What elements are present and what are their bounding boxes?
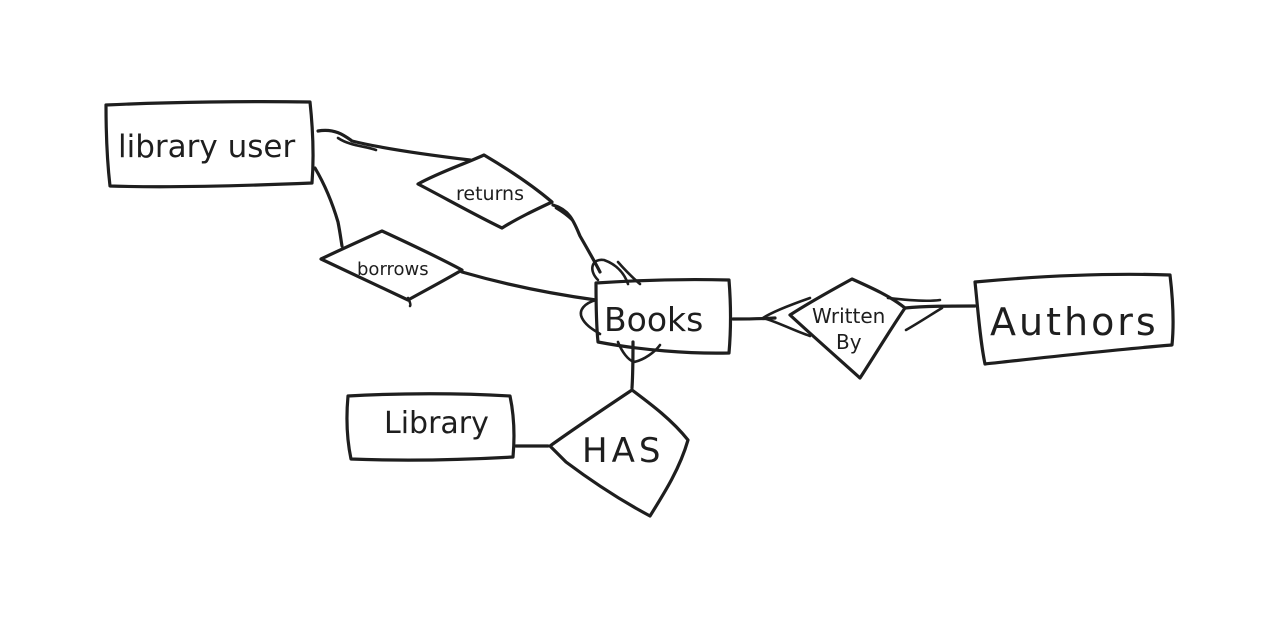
relationship-has-diamond bbox=[548, 388, 690, 518]
entity-authors-box bbox=[973, 272, 1175, 366]
entity-library-user-label: library user bbox=[118, 129, 295, 165]
connector-books-writtenby bbox=[731, 316, 777, 321]
relationship-borrows-label: borrows bbox=[357, 259, 429, 280]
relationship-written-by-diamond bbox=[788, 277, 907, 380]
relationship-returns[interactable]: returns bbox=[416, 153, 554, 230]
entity-books[interactable]: Books bbox=[594, 278, 733, 355]
entity-library-user[interactable]: library user bbox=[104, 100, 315, 189]
entity-library-user-box bbox=[104, 100, 315, 189]
relationship-returns-label: returns bbox=[456, 183, 524, 205]
connector-returns-tail bbox=[554, 206, 574, 222]
entity-library[interactable]: Library bbox=[345, 392, 516, 462]
entity-library-box bbox=[345, 392, 516, 462]
connectors bbox=[313, 128, 977, 448]
books-top-crowfoot bbox=[591, 258, 630, 286]
entity-books-box bbox=[594, 278, 733, 355]
books-top-crowfoot-2 bbox=[616, 260, 642, 286]
connector-user-borrows bbox=[313, 166, 344, 248]
relationship-written-by[interactable]: Written By bbox=[788, 277, 907, 380]
relationship-written-by-label-line1: Written bbox=[812, 304, 885, 328]
connector-user-returns-tail bbox=[336, 136, 378, 152]
relationship-written-by-label-line2: By bbox=[836, 330, 862, 354]
writtenby-left-crowfoot bbox=[761, 296, 812, 338]
connector-writtenby-authors bbox=[903, 304, 977, 310]
connector-borrows-books bbox=[460, 270, 598, 302]
relationship-returns-diamond bbox=[416, 153, 554, 230]
connector-user-returns bbox=[316, 128, 472, 162]
borrows-bottom-tail bbox=[406, 296, 412, 308]
entity-authors[interactable]: Authors bbox=[973, 272, 1175, 366]
relationship-has[interactable]: HAS bbox=[548, 388, 690, 518]
books-left-crowfoot bbox=[579, 298, 602, 336]
relationship-borrows-diamond bbox=[319, 229, 464, 302]
relationship-has-label: HAS bbox=[582, 431, 664, 471]
entity-library-label: Library bbox=[384, 406, 489, 441]
connector-returns-books bbox=[551, 203, 602, 274]
entity-authors-label: Authors bbox=[990, 300, 1159, 344]
relationship-borrows[interactable]: borrows bbox=[319, 229, 464, 308]
entity-books-label: Books bbox=[604, 300, 703, 339]
